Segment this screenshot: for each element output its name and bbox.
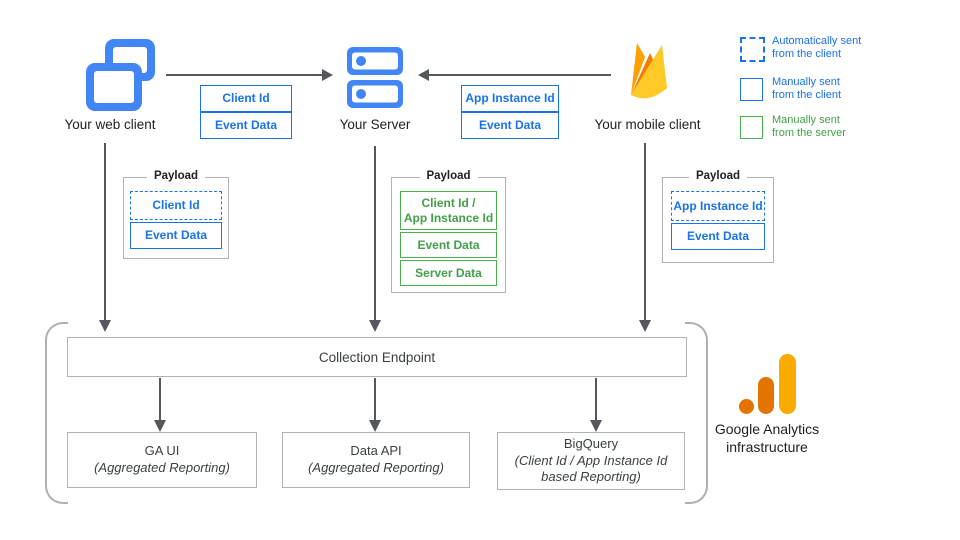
legend-swatch-solid-green <box>740 116 763 139</box>
legend-item-auto-client: Automatically sent from the client <box>772 35 862 61</box>
payload-server: Payload Client Id / App Instance Id Even… <box>391 170 506 293</box>
infrastructure-caption: Google Analytics infrastructure <box>714 421 820 455</box>
web-client-label: Your web client <box>64 117 156 132</box>
param-box-event-data-mobile: Event Data <box>461 112 559 139</box>
bracket-left <box>45 322 68 504</box>
google-analytics-logo <box>738 353 796 415</box>
bracket-right <box>685 322 708 504</box>
payload-web-event-data: Event Data <box>130 222 222 249</box>
payload-server-title: Payload <box>419 170 478 182</box>
payload-server-ids: Client Id / App Instance Id <box>400 191 497 230</box>
payload-web: Payload Client Id Event Data <box>123 170 229 259</box>
mobile-client-label: Your mobile client <box>594 117 701 132</box>
legend-swatch-solid-blue <box>740 78 763 101</box>
server-icon <box>347 47 403 109</box>
payload-server-event-data: Event Data <box>400 232 497 258</box>
param-box-client-id: Client Id <box>200 85 292 112</box>
server-label: Your Server <box>339 117 411 132</box>
payload-web-title: Payload <box>146 170 206 182</box>
web-client-icon <box>85 38 157 114</box>
output-box-bigquery: BigQuery (Client Id / App Instance Id ba… <box>497 432 685 490</box>
param-box-app-instance-id: App Instance Id <box>461 85 559 112</box>
param-box-event-data-web: Event Data <box>200 112 292 139</box>
collection-endpoint-box: Collection Endpoint <box>67 337 687 377</box>
output-box-data-api: Data API (Aggregated Reporting) <box>282 432 470 488</box>
payload-server-server-data: Server Data <box>400 260 497 286</box>
payload-web-client-id: Client Id <box>130 191 222 220</box>
payload-mobile-title: Payload <box>688 170 748 182</box>
payload-mobile: Payload App Instance Id Event Data <box>662 170 774 263</box>
payload-mobile-event-data: Event Data <box>671 223 765 250</box>
legend-swatch-dashed-blue <box>740 37 765 62</box>
legend-item-manual-client: Manually sent from the client <box>772 76 842 102</box>
legend-item-manual-server: Manually sent from the server <box>772 114 846 140</box>
firebase-icon <box>618 36 674 106</box>
payload-mobile-app-instance-id: App Instance Id <box>671 191 765 221</box>
output-box-ga-ui: GA UI (Aggregated Reporting) <box>67 432 257 488</box>
